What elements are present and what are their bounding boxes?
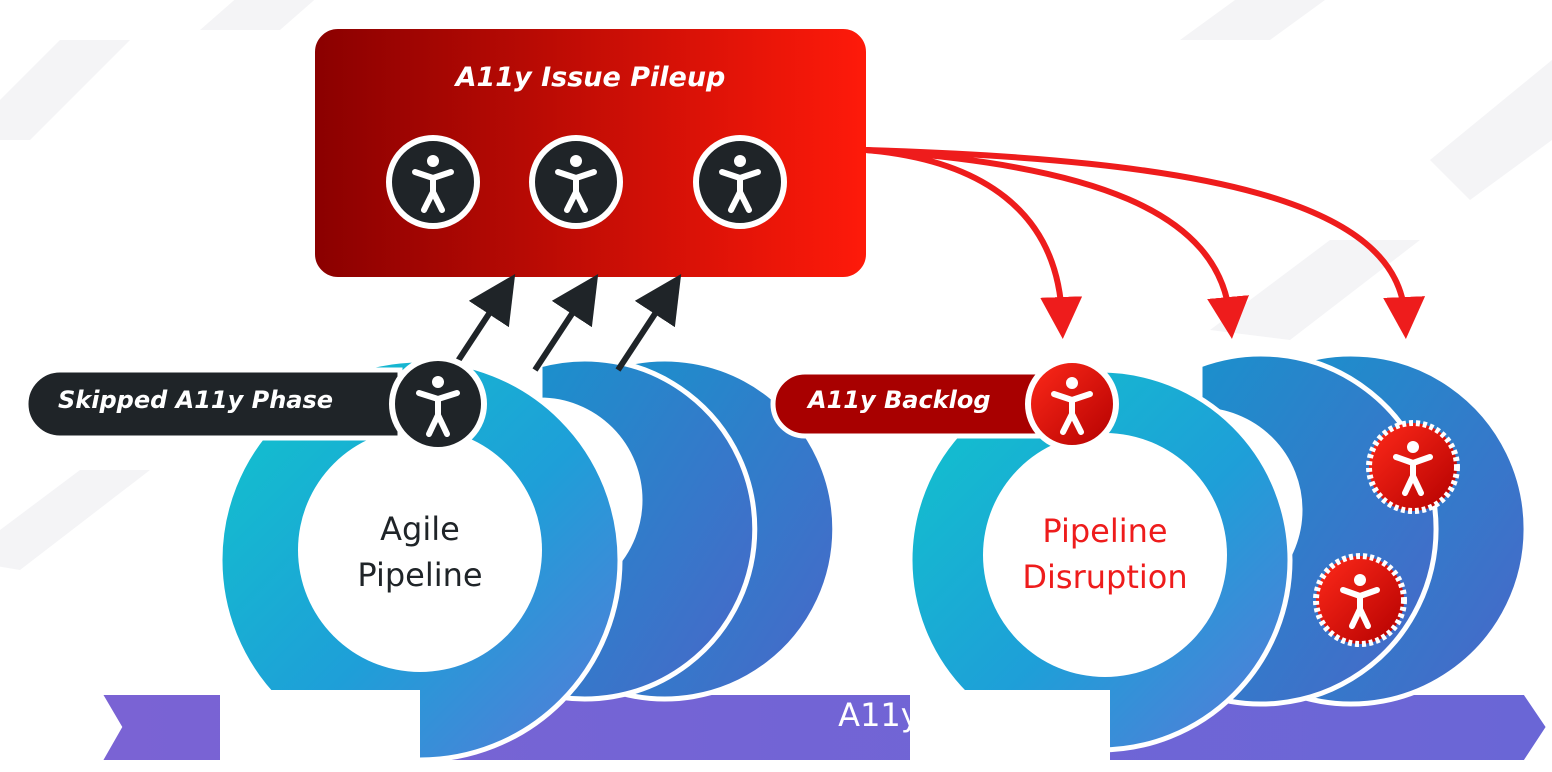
accessibility-icon: [529, 135, 623, 229]
disruption-line-1: Pipeline: [1042, 512, 1168, 550]
pileup-title: A11y Issue Pileup: [455, 62, 726, 93]
agile-pipeline-label: Agile Pipeline: [340, 506, 500, 598]
accessibility-icon: [1366, 420, 1460, 514]
skipped-pill: [23, 367, 403, 441]
backlog-arrows: [865, 147, 1426, 339]
skipped-phase-label: Skipped A11y Phase: [58, 386, 334, 414]
accessibility-icon: [386, 135, 480, 229]
disruption-line-2: Disruption: [1022, 558, 1188, 596]
backlog-label: A11y Backlog: [808, 386, 991, 414]
audit-label: A11y Audit: [838, 696, 1014, 734]
accessibility-icon: [389, 355, 487, 453]
backlog-pill: [770, 369, 1043, 439]
accessibility-icon: [1313, 553, 1407, 647]
accessibility-icon: [693, 135, 787, 229]
background-stripes: [0, 0, 1552, 630]
agile-line-1: Agile: [380, 510, 460, 548]
escalation-arrows: [449, 273, 682, 372]
disruption-loop-main: [907, 367, 1293, 770]
pipeline-disruption-label: Pipeline Disruption: [990, 508, 1220, 600]
agile-line-2: Pipeline: [357, 556, 483, 594]
accessibility-icon: [1025, 357, 1119, 451]
